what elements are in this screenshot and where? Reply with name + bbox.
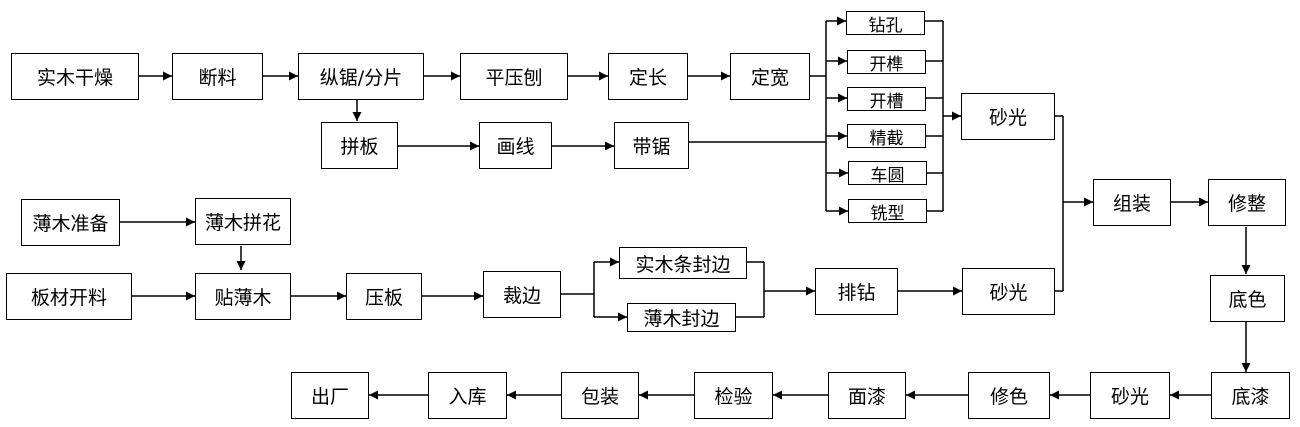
node-dise: 底色 (1210, 275, 1285, 322)
node-kaisun: 开榫 (847, 50, 926, 75)
node-daiju: 带锯 (614, 122, 689, 169)
node-pinban: 拼板 (321, 122, 398, 169)
node-shaguang-1: 砂光 (961, 93, 1055, 140)
node-baozhuang: 包装 (561, 372, 639, 419)
node-jingjie: 精截 (847, 124, 926, 149)
node-tie-bomu: 贴薄木 (195, 273, 291, 320)
node-dingchang: 定长 (608, 53, 688, 100)
node-shaguang-2: 砂光 (962, 268, 1055, 315)
node-yaban: 压板 (346, 273, 422, 320)
node-pingyabao: 平压刨 (460, 53, 568, 100)
node-caibian: 裁边 (483, 271, 561, 318)
node-shaguang-3: 砂光 (1090, 372, 1170, 419)
node-jianyan: 检验 (694, 372, 773, 419)
node-zongju-fenpian: 纵锯/分片 (298, 53, 424, 100)
node-ruku: 入库 (428, 372, 507, 419)
node-paizuan: 排钻 (815, 268, 898, 315)
node-duanliao: 断料 (172, 53, 263, 100)
node-chuchang: 出厂 (291, 372, 369, 419)
node-diqi: 底漆 (1211, 372, 1290, 419)
node-xiuse: 修色 (968, 372, 1050, 419)
node-zuzhuang: 组装 (1093, 179, 1171, 226)
node-bancai-kailiao: 板材开料 (6, 273, 132, 320)
node-bomu-zhunbei: 薄木准备 (21, 199, 120, 246)
node-zuankong: 钻孔 (846, 11, 925, 36)
node-mianqi: 面漆 (828, 372, 906, 419)
node-shimutiao-fengbian: 实木条封边 (619, 247, 747, 279)
node-dingkuan: 定宽 (730, 53, 810, 100)
node-xixing: 铣型 (848, 199, 927, 224)
node-shimu-ganzao: 实木干燥 (11, 53, 139, 100)
node-kaicao: 开槽 (847, 87, 926, 112)
node-cheyuan: 车圆 (848, 161, 927, 186)
node-xiuzheng: 修整 (1208, 179, 1286, 226)
node-huaxian: 画线 (479, 122, 552, 169)
node-bomu-pinhua: 薄木拼花 (195, 198, 291, 245)
node-bomu-fengbian: 薄木封边 (627, 303, 736, 332)
